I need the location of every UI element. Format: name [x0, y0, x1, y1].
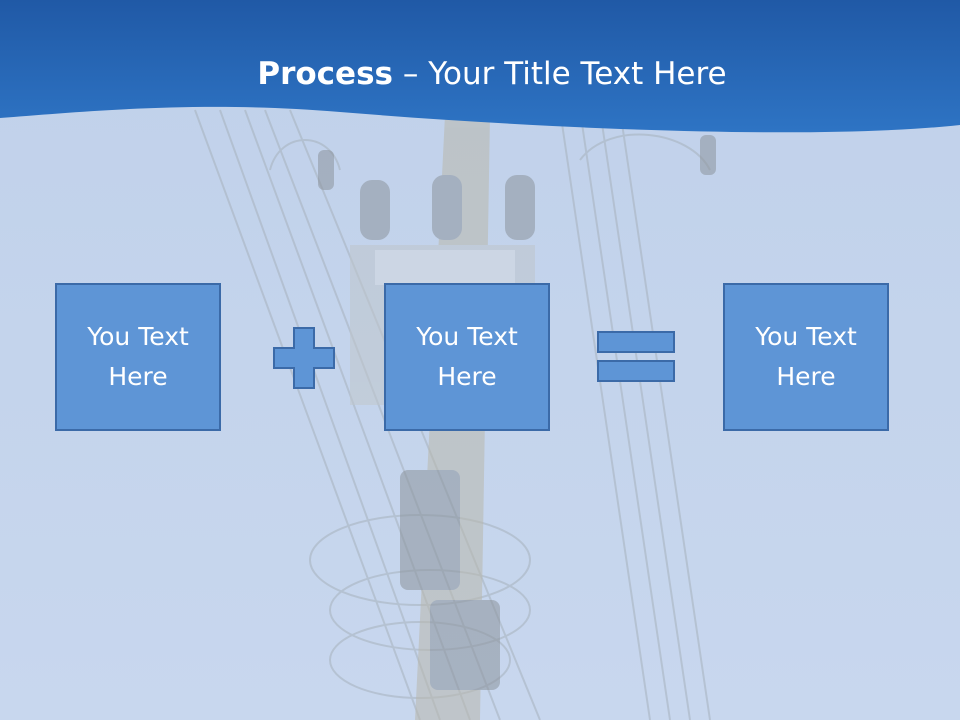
process-box-3-text: You Text Here	[755, 322, 857, 391]
title-rest: – Your Title Text Here	[393, 56, 727, 92]
plus-icon	[273, 327, 335, 389]
equals-icon	[597, 331, 675, 382]
process-box-2[interactable]: You Text Here	[384, 283, 550, 431]
process-box-2-text: You Text Here	[416, 322, 518, 391]
process-box-1-text: You Text Here	[87, 322, 189, 391]
title-bold: Process	[257, 56, 393, 92]
process-box-3[interactable]: You Text Here	[723, 283, 889, 431]
process-box-1[interactable]: You Text Here	[55, 283, 221, 431]
slide-title: Process – Your Title Text Here	[0, 52, 960, 96]
